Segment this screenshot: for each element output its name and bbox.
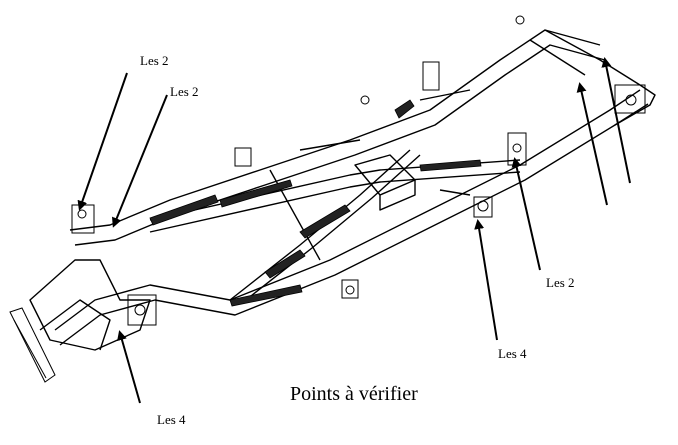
- arrow-front-left-lower: [112, 94, 168, 228]
- arrow-rear-1: [576, 82, 608, 206]
- label-front-left-lower: Les 2: [170, 84, 199, 99]
- arrow-mid-right: [511, 157, 541, 271]
- arrow-mid-bottom: [474, 219, 498, 341]
- pointer-arrows: [77, 57, 631, 404]
- label-mid-right: Les 2: [546, 275, 575, 290]
- label-front-bottom: Les 4: [157, 412, 186, 427]
- arrow-front-left-upper: [77, 72, 128, 211]
- frame-outline: [29, 29, 656, 351]
- arrow-rear-2: [601, 57, 631, 184]
- label-mid-bottom: Les 4: [498, 346, 527, 361]
- arrow-front-bottom: [117, 330, 141, 404]
- reinforcement-plates: [149, 99, 482, 307]
- frame-details: [9, 15, 646, 383]
- label-front-left-upper: Les 2: [140, 53, 169, 68]
- diagram-caption: Points à vérifier: [290, 383, 418, 405]
